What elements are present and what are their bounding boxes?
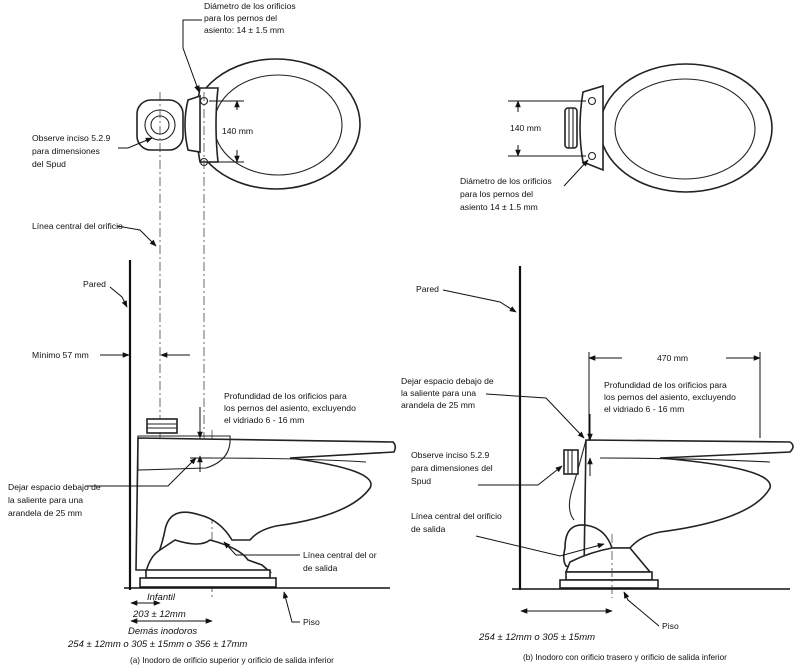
- depth-label-b: Profundidad de los orificios para los pe…: [604, 380, 738, 414]
- dim-470-label: 470 mm: [657, 353, 688, 363]
- floor-dim-b: 254 ± 12mm o 305 ± 15mm: [478, 632, 595, 643]
- dim-140-a: 140 mm: [209, 100, 253, 163]
- infantil-dim: 203 ± 12mm: [132, 609, 186, 620]
- floor-label-a: Piso: [303, 617, 320, 627]
- seat-top-view-a: [136, 58, 361, 190]
- demas-dim: 254 ± 12mm o 305 ± 15mm o 356 ± 17mm: [67, 639, 247, 650]
- figure-b: 140 mm Diámetro de los orificios para lo…: [401, 63, 794, 662]
- caption-b: (b) Inodoro con orificio trasero y orifi…: [523, 653, 727, 662]
- toilet-side-view-a: [135, 418, 397, 588]
- spud-label-b: Observe inciso 5.2.9 para dimensiones de…: [411, 450, 495, 486]
- dim-140-label-b: 140 mm: [510, 123, 541, 133]
- demas-label: Demás inodoros: [128, 626, 197, 637]
- minimum-57-label: Mínimo 57 mm: [32, 350, 89, 360]
- seat-top-view-b: [564, 63, 773, 193]
- caption-a: (a) Inodoro de orificio superior y orifi…: [130, 656, 334, 665]
- wall-label-b: Pared: [416, 284, 439, 294]
- space-label-a: Dejar espacio debajo de la saliente para…: [8, 482, 103, 518]
- space-label-b: Dejar espacio debajo de la saliente para…: [401, 376, 496, 410]
- outlet-centerline-label-b: Línea central del orificio de salida: [411, 511, 504, 534]
- bolt-hole-diameter-label-a: Diámetro de los orificios para los perno…: [204, 1, 298, 35]
- centerline-label-a: Línea central del orificio: [32, 221, 123, 231]
- outlet-centerline-label-a: Línea central del or de salida: [303, 550, 379, 573]
- bolt-hole-diameter-label-b: Diámetro de los orificios para los perno…: [460, 176, 554, 212]
- floor-label-b: Piso: [662, 621, 679, 631]
- infantil-label: Infantil: [147, 592, 176, 603]
- toilet-side-view-b: [559, 439, 794, 589]
- figure-a: 140 mm Diámetro de los orificios para lo…: [8, 1, 397, 665]
- spud-label-a: Observe inciso 5.2.9 para dimensiones de…: [32, 133, 113, 169]
- wall-label-a: Pared: [83, 279, 106, 289]
- dim-140-label: 140 mm: [222, 126, 253, 136]
- bolt-hole-icon: [587, 96, 597, 106]
- bolt-hole-icon: [587, 151, 597, 161]
- depth-label-a: Profundidad de los orificios para los pe…: [224, 391, 358, 425]
